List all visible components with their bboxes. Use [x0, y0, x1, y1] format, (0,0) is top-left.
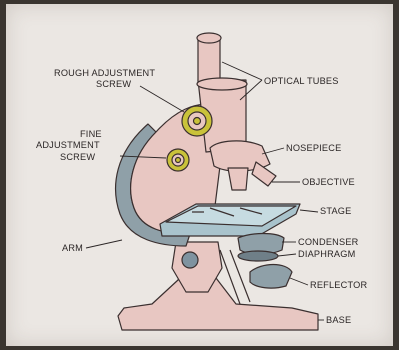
diaphragm: [238, 251, 278, 261]
diaphragm-label: DIAPHRAGM: [298, 249, 355, 259]
rough-adjustment-label-line2: SCREW: [96, 79, 131, 89]
arm-label: ARM: [62, 243, 83, 253]
optical-tubes-label: OPTICAL TUBES: [264, 76, 339, 86]
fine-adjustment-label-line3: SCREW: [60, 152, 95, 162]
reflector: [250, 265, 292, 289]
tube-rim: [197, 78, 247, 90]
fine-adjustment-label-line2: ADJUSTMENT: [36, 140, 100, 150]
objective: [228, 168, 248, 190]
fine-adjustment-label-line1: FINE: [80, 129, 102, 139]
optical-tubes-leader-1: [222, 62, 262, 80]
rough-adjustment-label-line1: ROUGH ADJUSTMENT: [54, 68, 155, 78]
nosepiece-leader: [262, 148, 284, 154]
diaphragm-leader: [278, 254, 296, 256]
eyepiece-top: [197, 33, 221, 43]
rough-screw-leader: [140, 86, 184, 112]
objective-label: OBJECTIVE: [302, 177, 355, 187]
arm-leader: [86, 240, 122, 248]
nosepiece-label: NOSEPIECE: [286, 143, 341, 153]
joint-knob: [182, 252, 198, 268]
reflector-label: REFLECTOR: [310, 280, 367, 290]
reflector-leader: [290, 278, 308, 285]
base-label: BASE: [326, 315, 351, 325]
condenser-label: CONDENSER: [298, 237, 359, 247]
stage-leader: [300, 210, 318, 212]
stage-label: STAGE: [320, 206, 351, 216]
